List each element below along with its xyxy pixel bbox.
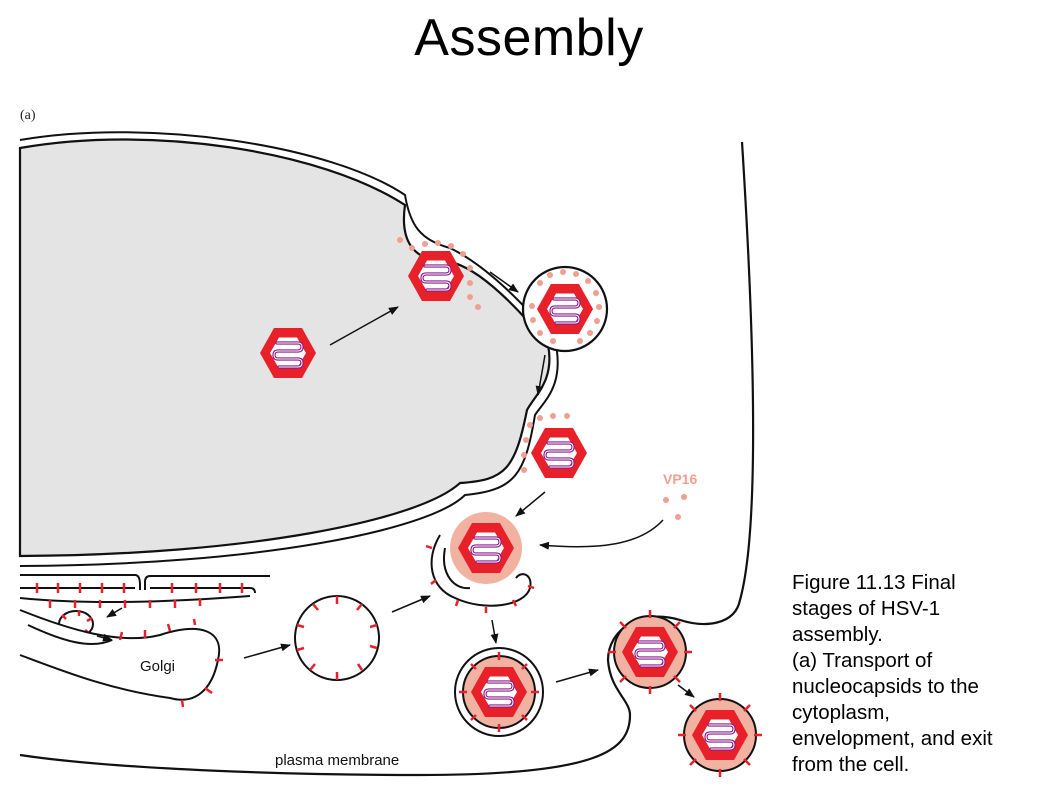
er-membrane-4 xyxy=(19,595,251,604)
caption-line: (a) Transport of xyxy=(792,649,933,672)
caption-line: envelopment, and exit xyxy=(792,727,993,750)
golgi-cisterna xyxy=(19,609,221,701)
envelopment-cup xyxy=(430,534,532,607)
caption-line: Figure 11.13 Final xyxy=(792,571,956,594)
er-membrane-2 xyxy=(144,575,270,590)
er-membrane-1 xyxy=(20,574,141,590)
figure-caption: Figure 11.13 Final stages of HSV-1 assem… xyxy=(792,570,1042,778)
cytoplasmic-vesicle xyxy=(294,595,380,681)
golgi-label: Golgi xyxy=(140,658,175,675)
er-membrane-3 xyxy=(20,587,256,594)
panel-label: (a) xyxy=(20,108,36,123)
plasma-membrane xyxy=(19,141,755,777)
plasma-membrane-label: plasma membrane xyxy=(275,752,399,769)
tegument-dots xyxy=(397,237,687,520)
nucleocapsid-deenveloped-icon xyxy=(529,426,589,480)
caption-line: assembly. xyxy=(792,623,883,646)
caption-line: stages of HSV-1 xyxy=(792,597,941,620)
vp16-label: VP16 xyxy=(663,471,697,487)
golgi-membrane xyxy=(27,624,113,646)
pathway-arrows xyxy=(96,271,695,698)
caption-line: cytoplasm, xyxy=(792,701,890,724)
slide-title: Assembly xyxy=(414,9,644,67)
caption-line: from the cell. xyxy=(792,753,910,776)
caption-line: nucleocapsids to the xyxy=(792,675,979,698)
